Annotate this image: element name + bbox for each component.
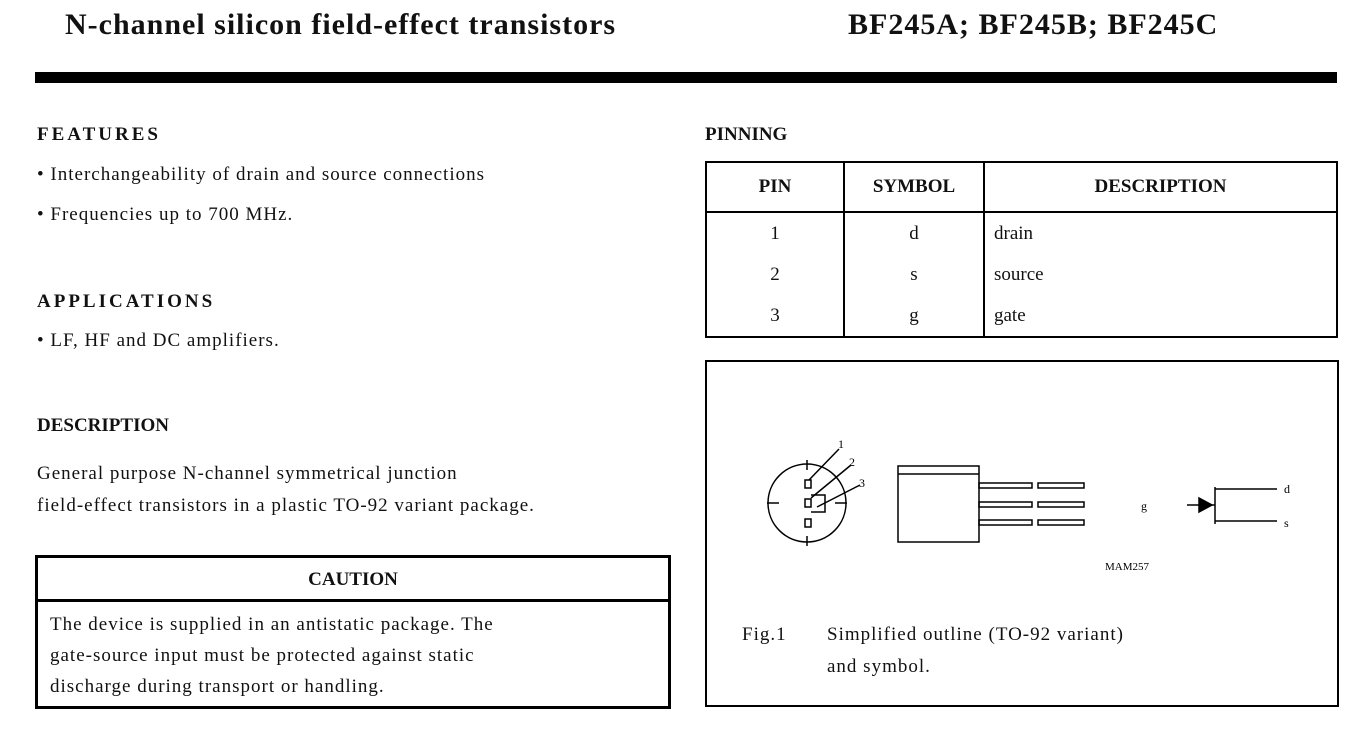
table-header-row: PIN SYMBOL DESCRIPTION	[706, 162, 1337, 213]
caution-box: CAUTION The device is supplied in an ant…	[35, 555, 671, 709]
pinning-heading: PINNING	[705, 124, 788, 145]
figure-caption-line: and symbol.	[827, 656, 931, 677]
jfet-symbol	[1187, 487, 1277, 524]
pin-description: drain	[994, 222, 1034, 244]
column-header-pin: PIN	[706, 162, 845, 213]
description-heading: DESCRIPTION	[37, 415, 169, 436]
document-title: N-channel silicon field-effect transisto…	[65, 8, 617, 41]
column-header-symbol: SYMBOL	[844, 162, 985, 213]
table-row: 2 s source	[706, 254, 1337, 295]
pin-symbol: s	[844, 254, 985, 295]
applications-heading: APPLICATIONS	[37, 291, 216, 312]
drain-label: d	[1284, 482, 1290, 496]
description-line: field-effect transistors in a plastic TO…	[37, 495, 535, 516]
caution-line: gate-source input must be protected agai…	[50, 645, 475, 666]
features-heading: FEATURES	[37, 124, 161, 145]
caution-text: The device is supplied in an antistatic …	[50, 609, 494, 702]
pin-symbol: g	[844, 295, 985, 337]
gate-label: g	[1141, 499, 1147, 513]
caution-heading: CAUTION	[38, 558, 668, 602]
part-numbers: BF245A; BF245B; BF245C	[848, 8, 1219, 41]
figure-caption-line: Simplified outline (TO-92 variant)	[827, 624, 1124, 645]
pin-label-2: 2	[849, 455, 855, 469]
figure-number: Fig.1	[742, 624, 787, 645]
pin-number: 2	[706, 254, 845, 295]
feature-item: • Frequencies up to 700 MHz.	[37, 204, 294, 225]
pin-label-3: 3	[859, 476, 865, 490]
drawing-code: MAM257	[1105, 561, 1150, 573]
column-header-description: DESCRIPTION	[984, 162, 1337, 213]
description-line: General purpose N-channel symmetrical ju…	[37, 463, 458, 484]
table-row: 1 d drain	[706, 212, 1337, 254]
caution-line: discharge during transport or handling.	[50, 676, 385, 697]
pin-label-1: 1	[838, 437, 844, 451]
pin-number: 1	[706, 212, 845, 254]
feature-item: • Interchangeability of drain and source…	[37, 164, 486, 185]
source-label: s	[1284, 516, 1289, 530]
figure-box: 1 2 3 g d s MAM257 Fig.1 Simplified outl…	[705, 360, 1339, 707]
pin-number: 3	[706, 295, 845, 337]
pin-description: gate	[994, 304, 1026, 326]
application-item: • LF, HF and DC amplifiers.	[37, 330, 280, 351]
package-side-view	[897, 465, 1085, 543]
table-row: 3 g gate	[706, 295, 1337, 337]
pinning-table: PIN SYMBOL DESCRIPTION 1 d drain 2 s sou…	[705, 161, 1338, 338]
header-rule	[35, 72, 1337, 83]
pin-description: source	[994, 263, 1044, 285]
pin-symbol: d	[844, 212, 985, 254]
caution-line: The device is supplied in an antistatic …	[50, 614, 494, 635]
package-bottom-view	[767, 448, 861, 546]
package-outline-drawing: 1 2 3 g d s MAM257	[767, 437, 1290, 573]
